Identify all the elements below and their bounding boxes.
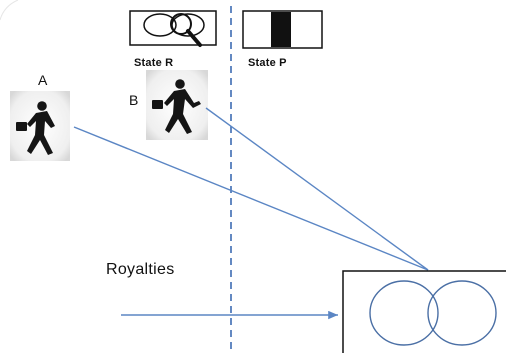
state-p-label: State P: [248, 57, 287, 69]
person-b-label: B: [129, 92, 139, 108]
royalties-label: Royalties: [106, 261, 175, 278]
corner-mark: [0, 0, 19, 21]
target-icon: [342, 270, 506, 358]
state-p-icon: [242, 10, 323, 49]
person-a-label: A: [38, 72, 48, 88]
person-a-icon: [10, 91, 70, 161]
line-b-to-target: [205, 107, 429, 271]
state-r-icon: [129, 10, 217, 47]
line-a-to-target: [73, 126, 429, 271]
state-r-label: State R: [134, 57, 174, 69]
person-b-icon: [146, 70, 208, 140]
